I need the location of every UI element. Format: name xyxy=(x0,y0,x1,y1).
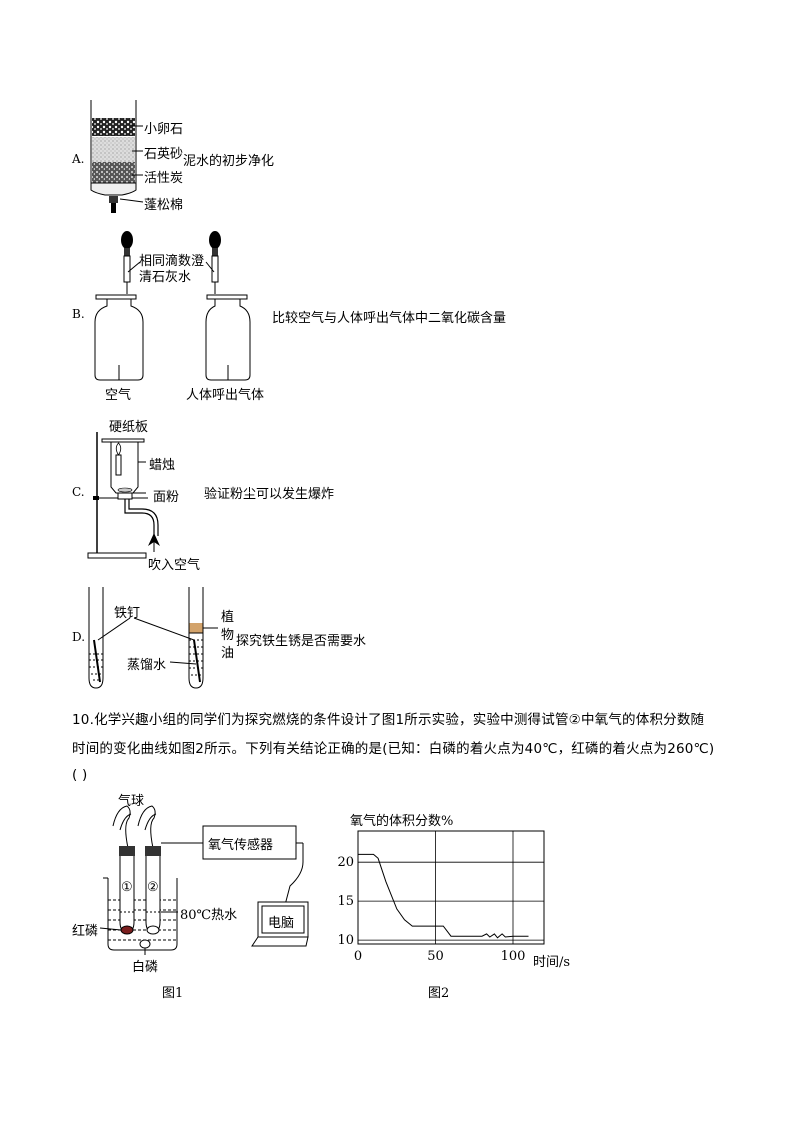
figure2-caption: 图2 xyxy=(428,986,450,1001)
chart-y-tick-label: 10 xyxy=(337,933,354,948)
question-answer-blank: ( ) xyxy=(72,767,88,783)
label-limewater-2: 清石灰水 xyxy=(139,270,192,285)
question-line-1: 10.化学兴趣小组的同学们为探究燃烧的条件设计了图1所示实验，实验中测得试管②中… xyxy=(72,712,705,728)
option-a-letter: A. xyxy=(72,152,85,166)
label-iron-nail: 铁钉 xyxy=(114,606,141,621)
chart-y-tick-label: 15 xyxy=(337,894,354,909)
chart-x-axis-label: 时间/s xyxy=(533,955,571,970)
option-c-note: 验证粉尘可以发生爆炸 xyxy=(204,487,335,502)
label-flour: 面粉 xyxy=(153,490,180,505)
label-cardboard: 硬纸板 xyxy=(109,420,149,435)
label-oil-2: 物 xyxy=(221,628,235,643)
option-a-note: 泥水的初步净化 xyxy=(183,154,275,169)
chart-x-tick-label: 50 xyxy=(427,949,444,964)
option-b-letter: B. xyxy=(72,307,85,321)
label-quartz-sand: 石英砂 xyxy=(144,147,184,162)
label-hot-water: 80℃热水 xyxy=(180,908,238,923)
label-tube-2: ② xyxy=(147,880,159,895)
label-oxygen-sensor: 氧气传感器 xyxy=(208,838,274,853)
label-candle: 蜡烛 xyxy=(149,458,176,473)
chart-x-tick-label: 100 xyxy=(501,949,526,964)
option-c-letter: C. xyxy=(72,485,85,499)
label-air-bottle: 空气 xyxy=(105,388,132,403)
label-exhaled-bottle: 人体呼出气体 xyxy=(186,388,265,403)
chart-plot-frame xyxy=(357,830,545,945)
chart-y-axis-label: 氧气的体积分数% xyxy=(350,814,454,829)
label-blow-air: 吹入空气 xyxy=(148,558,201,573)
label-computer: 电脑 xyxy=(268,916,295,931)
chart-x-tick-label: 0 xyxy=(354,949,362,964)
label-oil-3: 油 xyxy=(221,646,235,661)
option-d-letter: D. xyxy=(72,630,86,644)
option-b-note: 比较空气与人体呼出气体中二氧化碳含量 xyxy=(272,311,507,326)
label-distilled-water: 蒸馏水 xyxy=(127,658,167,673)
figure1-caption: 图1 xyxy=(162,986,184,1001)
chart-series-line xyxy=(358,853,529,939)
label-balloon: 气球 xyxy=(118,794,145,809)
label-red-phosphorus: 红磷 xyxy=(72,924,99,939)
label-cotton: 蓬松棉 xyxy=(144,198,184,213)
question-line-2: 时间的变化曲线如图2所示。下列有关结论正确的是(已知：白磷的着火点为40℃，红磷… xyxy=(72,741,715,757)
label-activated-carbon: 活性炭 xyxy=(144,171,184,186)
chart-y-tick-label: 20 xyxy=(337,855,354,870)
label-oil-1: 植 xyxy=(221,610,235,625)
label-pebble: 小卵石 xyxy=(144,122,184,137)
label-white-phosphorus: 白磷 xyxy=(132,960,159,975)
label-tube-1: ① xyxy=(121,880,133,895)
label-limewater-1: 相同滴数澄 xyxy=(139,254,205,269)
option-d-note: 探究铁生锈是否需要水 xyxy=(236,634,367,649)
